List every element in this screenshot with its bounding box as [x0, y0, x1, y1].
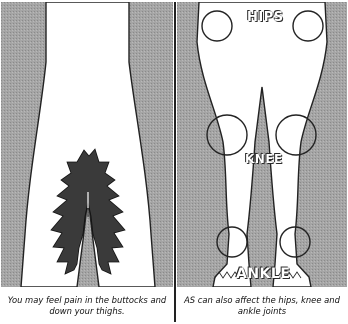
joint-involvement-panel [177, 2, 347, 287]
left-caption: You may feel pain in the buttocks and do… [1, 289, 173, 322]
buttocks-thigh-pain-panel [1, 2, 173, 287]
right-caption-text: AS can also affect the hips, knee and an… [177, 295, 347, 316]
ankle-label: ANKLE [236, 266, 290, 282]
left-caption-text: You may feel pain in the buttocks and do… [1, 295, 173, 316]
legs-front-illustration [177, 2, 347, 287]
panel-divider [174, 2, 176, 322]
right-caption: AS can also affect the hips, knee and an… [177, 289, 347, 322]
hips-label: HIPS [247, 10, 284, 25]
knee-label: KNEE [245, 152, 283, 166]
lower-body-back-illustration [1, 2, 173, 287]
